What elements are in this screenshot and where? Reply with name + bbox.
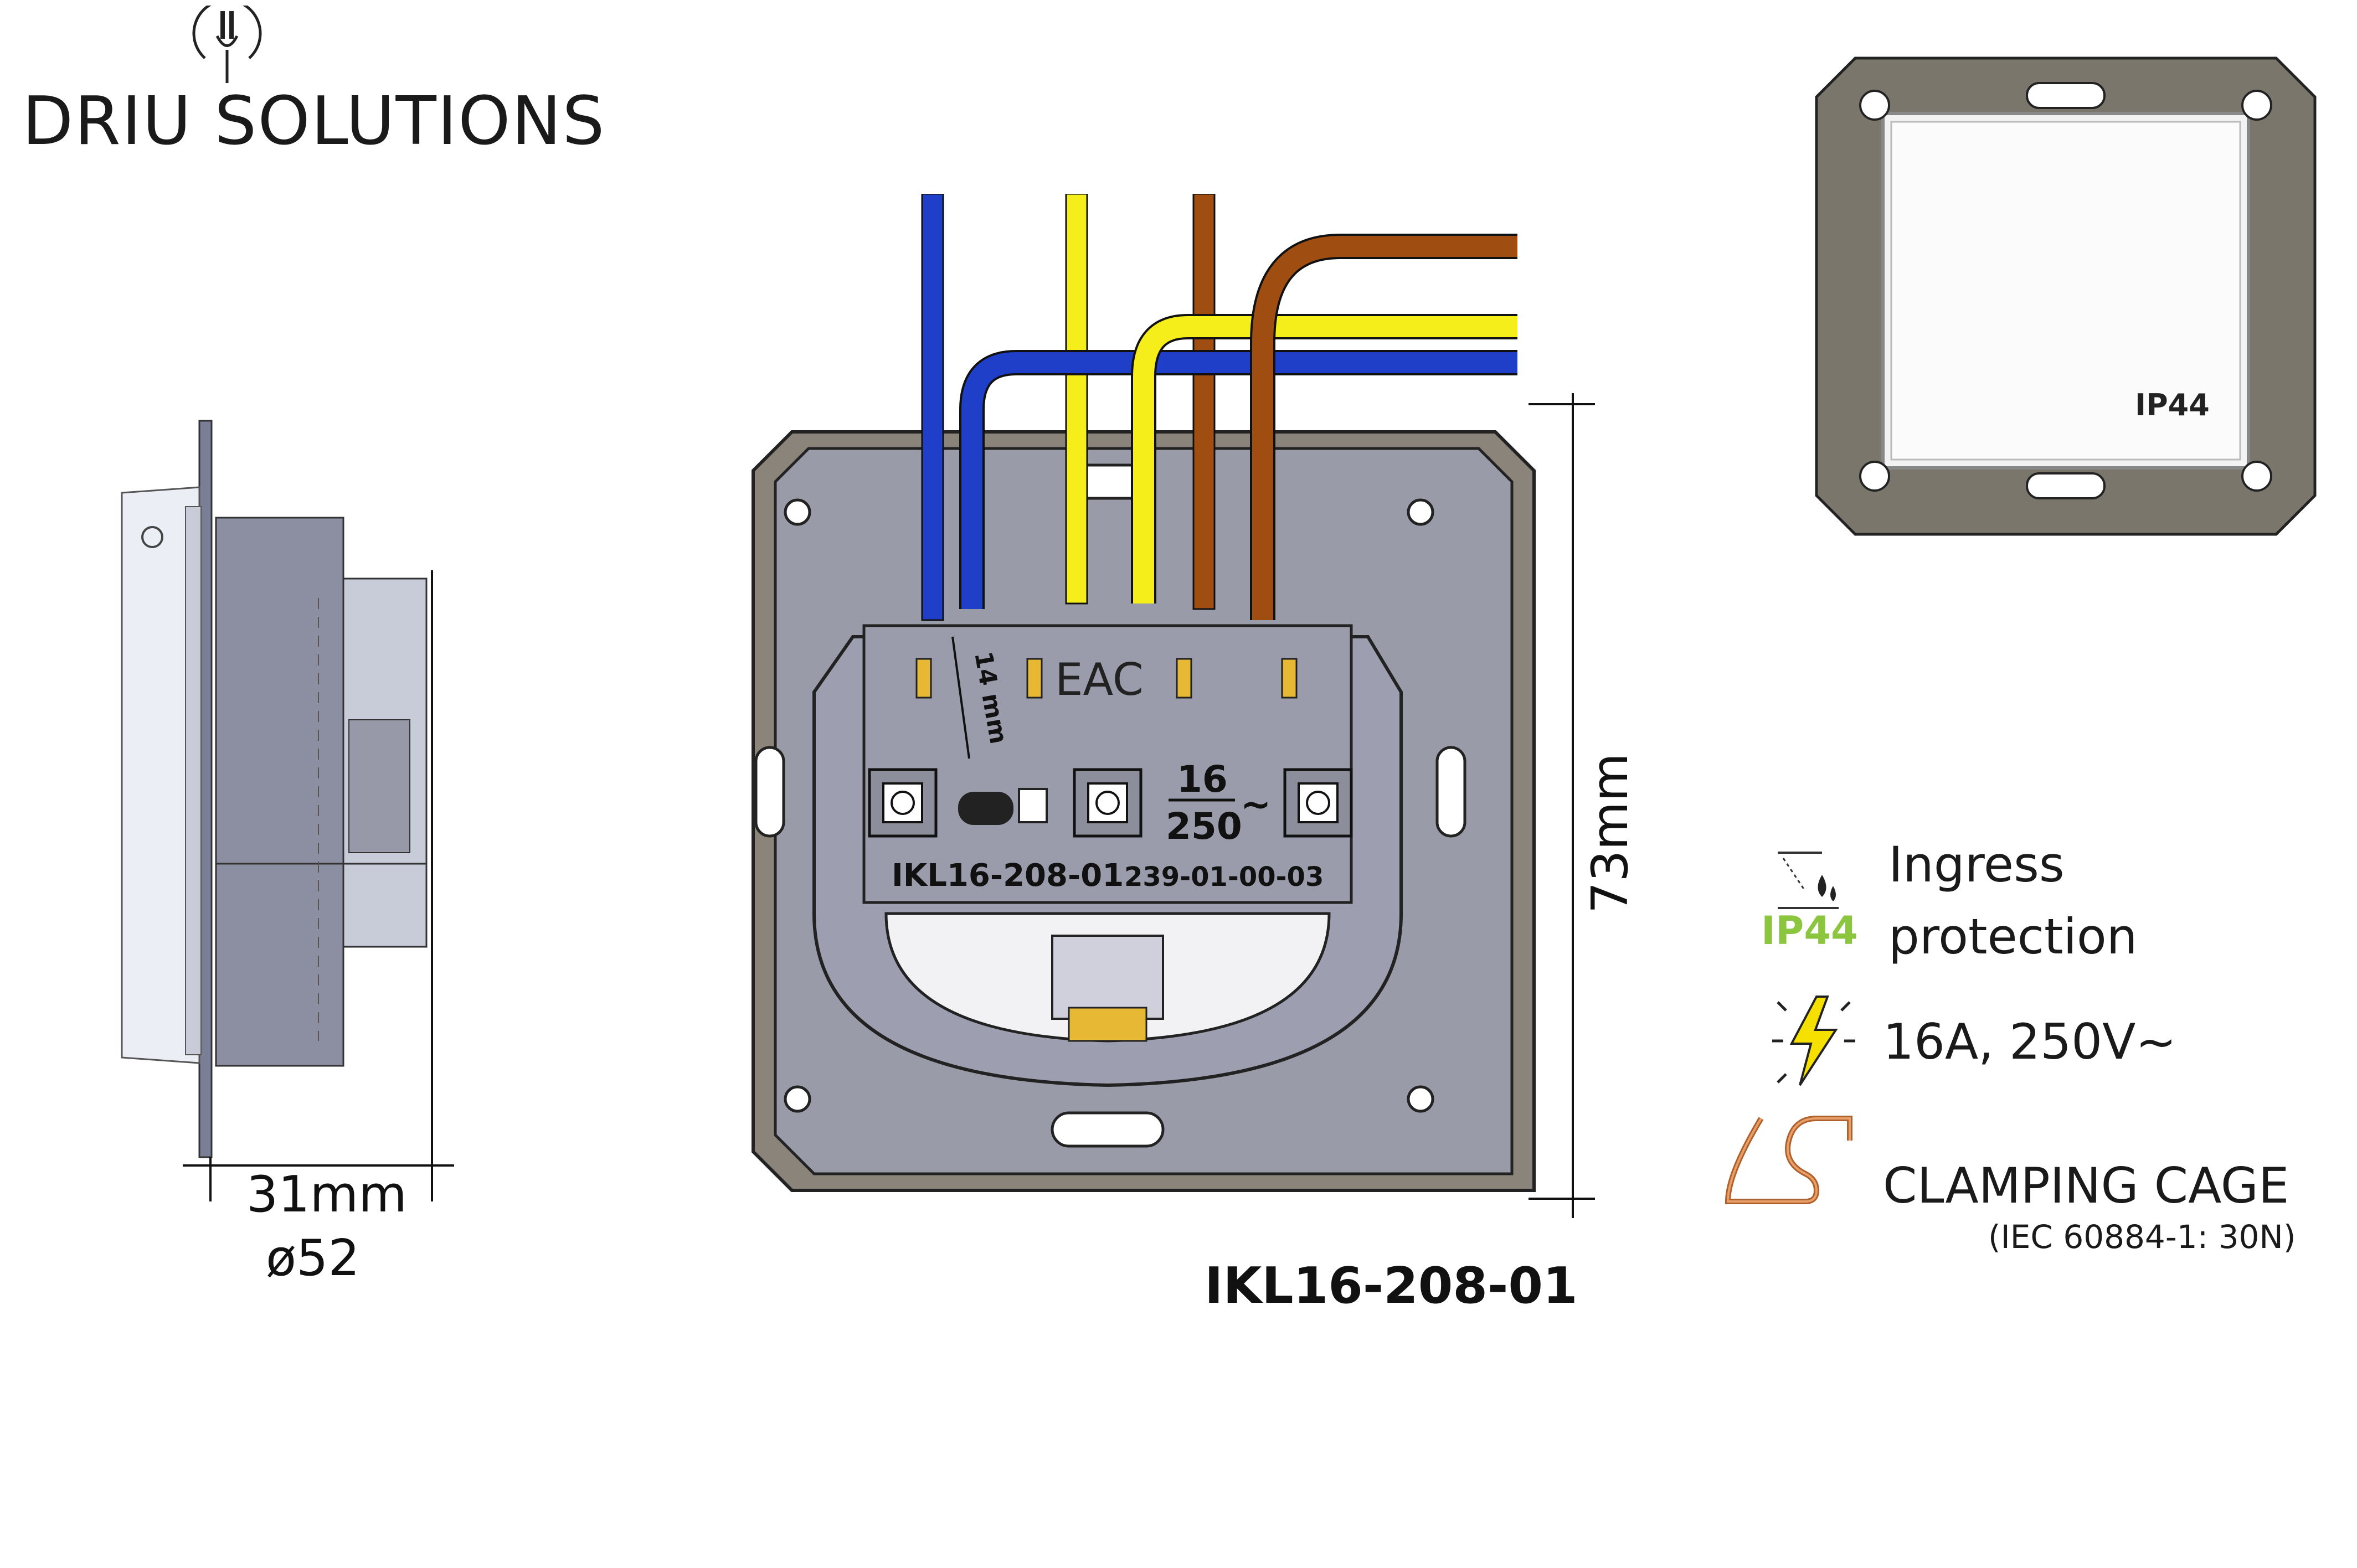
clamping-cage-standard: (IEC 60884-1: 30N)	[1988, 1218, 2296, 1256]
ingress-title: Ingress	[1888, 836, 2065, 893]
label-model: IKL16-208-01	[892, 858, 1124, 894]
front-view-drawing: 14 mm EAC 16 250 ~ IKL16-208-01 239-01-0…	[752, 194, 1595, 1218]
clamping-cage-icon	[1725, 1116, 1852, 1204]
ingress-subtitle: protection	[1888, 908, 2138, 965]
clamping-cage-title: CLAMPING CAGE	[1883, 1157, 2289, 1214]
label-code: 239-01-00-03	[1124, 862, 1324, 893]
rating-voltage-label: 250	[1166, 805, 1242, 848]
ip44-badge: IP44	[1761, 908, 1858, 953]
product-model-caption: IKL16-208-01	[1205, 1257, 1578, 1315]
diameter-dimension-label: ø52	[266, 1229, 360, 1287]
depth-dimension-label: 31mm	[246, 1165, 407, 1224]
lightning-icon	[1772, 996, 1855, 1086]
brand-name: DRIU SOLUTIONS	[22, 83, 606, 160]
brand-logo-icon	[183, 0, 271, 91]
electrical-rating: 16A, 250V~	[1883, 1013, 2177, 1070]
cover-preview-drawing: IP44	[1815, 56, 2317, 536]
water-drop-icon	[1778, 852, 1839, 909]
height-dimension-label: 73mm	[1581, 753, 1639, 914]
rating-symbol-label: ~	[1241, 783, 1271, 826]
certification-mark: EAC	[1055, 654, 1144, 705]
side-view-drawing	[121, 420, 454, 1201]
rating-current-label: 16	[1177, 758, 1228, 801]
cover-ip-label: IP44	[2135, 388, 2210, 422]
